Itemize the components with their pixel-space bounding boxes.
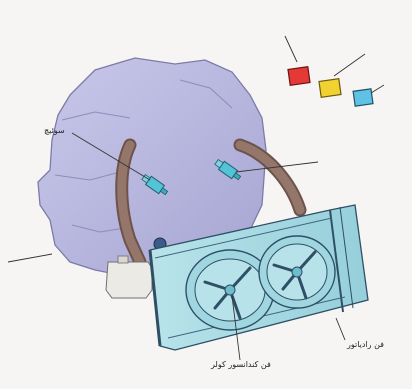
radiator-fan: [259, 236, 335, 308]
condenser-fan-label: فن کندانسور کولر: [211, 360, 271, 370]
blue-indicator-icon: [353, 89, 373, 106]
red-indicator-icon: [288, 67, 310, 86]
sensor-label: سوئیچ: [44, 126, 65, 136]
yellow-indicator-icon: [319, 79, 341, 98]
radiator-fan-label: فن رادیاتور: [347, 340, 384, 350]
